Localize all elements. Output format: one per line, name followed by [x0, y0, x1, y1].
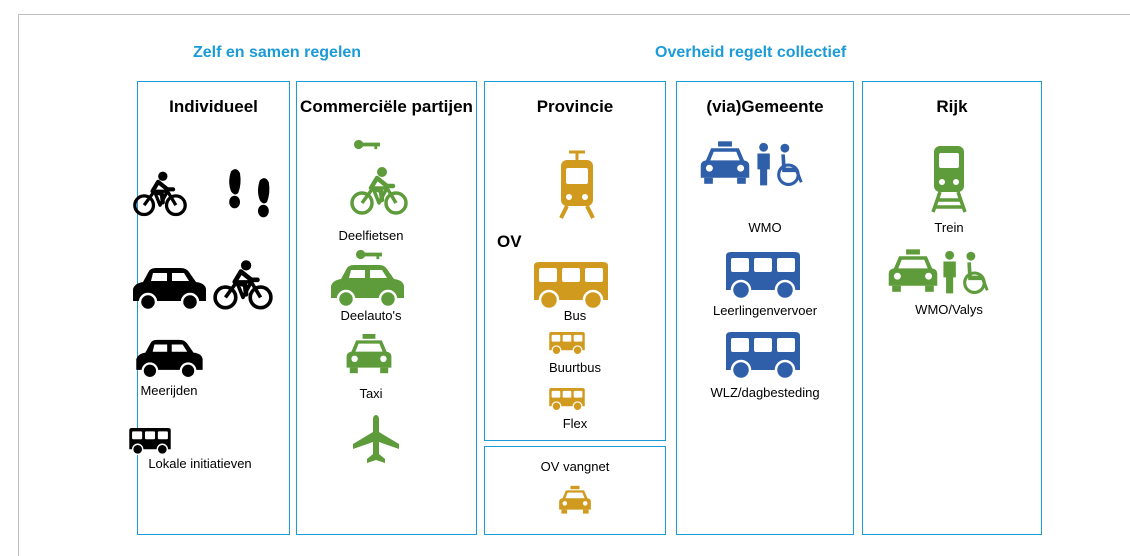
taxi-icon	[699, 140, 751, 186]
shared-bike-icon	[349, 166, 409, 216]
shared-car-icon	[327, 264, 407, 308]
label-leerlingenvervoer: Leerlingenvervoer	[712, 303, 818, 318]
key-icon	[355, 248, 383, 261]
label-bus: Bus	[563, 308, 587, 323]
footsteps-icon	[222, 166, 276, 220]
tram-icon	[557, 150, 597, 220]
column-title: Rijk	[936, 97, 968, 116]
ov-label: OV	[497, 232, 522, 251]
label-deelautos: Deelauto's	[340, 308, 402, 323]
column-individueel: Individueel Meerijden Lokale initiatieve…	[137, 81, 290, 535]
section-title-government: Overheid regelt collectief	[655, 44, 847, 61]
outer-frame	[18, 14, 1130, 556]
car-icon	[129, 267, 209, 311]
column-gemeente: (via)Gemeente WMO Leerlingenvervoer WLZ/…	[676, 81, 854, 535]
buurtbus-icon	[547, 332, 587, 356]
wheelchair-icon	[939, 250, 1001, 296]
column-provincie: Provincie OV Bus Buurtbus Flex	[484, 81, 666, 441]
column-title: Provincie	[536, 97, 614, 116]
column-title: Individueel	[169, 97, 258, 116]
taxi-icon	[887, 248, 939, 294]
bus-icon	[531, 262, 611, 312]
label-lokale-initiatieven: Lokale initiatieven	[148, 456, 252, 471]
minibus-icon	[126, 428, 174, 456]
train-icon	[929, 144, 969, 214]
flex-bus-icon	[547, 388, 587, 412]
label-wmo: WMO	[748, 220, 782, 235]
bus-icon	[723, 332, 803, 382]
column-title: Commerciële partijen	[300, 97, 473, 116]
bicycle-icon	[132, 169, 188, 219]
label-taxi: Taxi	[359, 386, 383, 401]
label-deelfietsen: Deelfietsen	[338, 228, 404, 243]
label-trein: Trein	[934, 220, 964, 235]
taxi-icon	[558, 484, 592, 516]
bus-icon	[723, 252, 803, 302]
section-title-self-organized: Zelf en samen regelen	[193, 44, 362, 61]
box-ov-vangnet: OV vangnet	[484, 446, 666, 535]
label-buurtbus: Buurtbus	[548, 360, 602, 375]
label-flex: Flex	[562, 416, 588, 431]
ebike-icon	[212, 258, 274, 312]
column-rijk: Rijk Trein WMO/Valys	[862, 81, 1042, 535]
label-wlz-dagbesteding: WLZ/dagbesteding	[710, 385, 820, 400]
carpool-icon	[129, 339, 209, 379]
wheelchair-icon	[753, 142, 815, 188]
column-commercieel: Commerciële partijen Deelfietsen Deelaut…	[296, 81, 477, 535]
label-ov-vangnet: OV vangnet	[540, 459, 610, 474]
label-meerijden: Meerijden	[140, 383, 198, 398]
taxi-icon	[345, 334, 393, 374]
column-title: (via)Gemeente	[706, 97, 824, 116]
label-wmo-valys: WMO/Valys	[915, 302, 983, 317]
key-icon	[353, 138, 381, 151]
airplane-icon	[351, 414, 401, 464]
